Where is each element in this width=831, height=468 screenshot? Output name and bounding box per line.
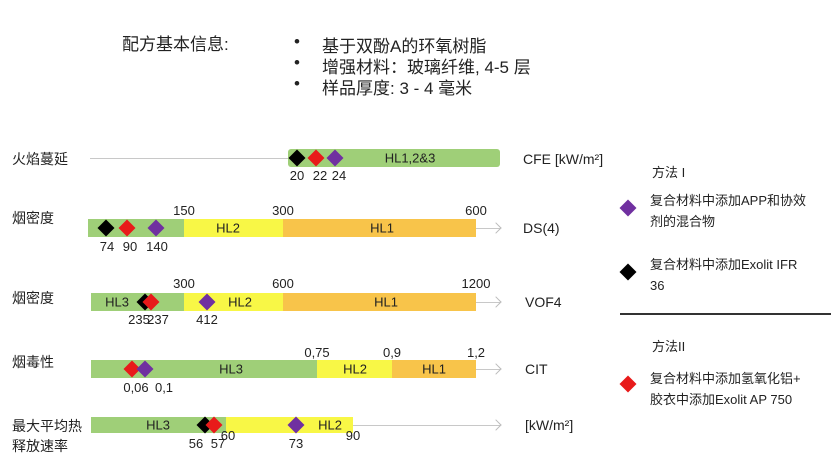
axis-line <box>476 369 500 370</box>
marker-value: 22 <box>312 168 328 183</box>
axis-line <box>353 425 500 426</box>
legend-method-2: 方法II <box>652 339 686 354</box>
bullet-icon: • <box>294 74 300 93</box>
marker-value: 74 <box>99 239 115 254</box>
axis-line <box>476 302 500 303</box>
row-unit: VOF4 <box>525 294 562 310</box>
legend-method-1: 方法 I <box>652 165 686 180</box>
row-label: 烟密度 <box>12 290 54 306</box>
bullet-icon: • <box>294 53 300 72</box>
level-label: HL3 <box>105 294 129 310</box>
level-bar-hl1 <box>283 293 476 311</box>
marker-value: 412 <box>196 312 218 327</box>
marker-value: 237 <box>147 312 169 327</box>
level-label: HL1 <box>370 220 394 236</box>
level-bar-hl2 <box>317 360 392 378</box>
level-bar-hl123 <box>288 149 500 167</box>
level-label: HL1 <box>374 294 398 310</box>
row-label: 烟毒性 <box>12 354 54 370</box>
row-unit: CIT <box>525 361 548 377</box>
level-label: HL2 <box>318 417 342 433</box>
bullet-icon: • <box>294 32 300 51</box>
legend-ifr-cont: 36 <box>650 278 665 293</box>
level-label: HL2 <box>228 294 252 310</box>
marker-value: 20 <box>289 168 305 183</box>
row-unit: CFE [kW/m²] <box>523 151 604 167</box>
level-bar-hl1 <box>392 360 476 378</box>
marker-value: 0,06 <box>123 380 149 395</box>
marker-value: 24 <box>331 168 347 183</box>
marker-value: 140 <box>146 239 168 254</box>
arrow-icon <box>490 363 502 375</box>
black-diamond-icon <box>619 263 637 281</box>
level-label: HL1,2&3 <box>384 150 436 166</box>
axis-line <box>476 228 500 229</box>
marker-value: 235 <box>128 312 150 327</box>
level-label: HL3 <box>219 361 243 377</box>
bullet-reinforcement: 增强材料：玻璃纤维, 4-5 层 <box>322 58 531 77</box>
row-label: 火焰蔓延 <box>12 151 68 167</box>
level-label: HL1 <box>422 361 446 377</box>
tick-label: 0,9 <box>382 345 402 360</box>
tick-label: 90 <box>345 428 361 443</box>
legend-app: 复合材料中添加APP和协效 <box>650 193 807 208</box>
level-label: HL3 <box>146 417 170 433</box>
level-bar-hl3 <box>91 417 226 433</box>
legend-ath-cont: 胶衣中添加Exolit AP 750 <box>650 392 793 407</box>
level-label: HL2 <box>216 220 240 236</box>
marker-value: 90 <box>122 239 138 254</box>
tick-label: 1200 <box>461 276 491 291</box>
marker-value: 73 <box>288 436 304 451</box>
tick-label: 60 <box>220 428 236 443</box>
level-label: HL2 <box>343 361 367 377</box>
row-unit: [kW/m²] <box>525 417 574 433</box>
legend-ath: 复合材料中添加氢氧化铝+ <box>650 371 801 386</box>
row-unit: DS(4) <box>523 220 560 236</box>
bullet-thickness: 样品厚度: 3 - 4 毫米 <box>322 79 473 98</box>
level-bar-hl1 <box>283 219 476 237</box>
red-diamond-icon <box>619 375 637 393</box>
legend-ifr: 复合材料中添加Exolit IFR <box>650 257 798 272</box>
row-label: 烟密度 <box>12 210 54 226</box>
marker-value: 57 <box>210 436 226 451</box>
legend-app-cont: 剂的混合物 <box>650 214 716 229</box>
level-bar-hl2 <box>184 219 283 237</box>
marker-value: 0,1 <box>154 380 174 395</box>
tick-label: 300 <box>173 276 195 291</box>
marker-value: 56 <box>188 436 204 451</box>
arrow-icon <box>490 296 502 308</box>
arrow-icon <box>490 419 502 431</box>
info-title: 配方基本信息: <box>122 35 229 54</box>
purple-diamond-icon <box>619 199 637 217</box>
row-label: 最大平均热 <box>12 418 82 434</box>
tick-label: 300 <box>272 203 294 218</box>
tick-label: 600 <box>465 203 487 218</box>
row-label: 释放速率 <box>12 438 68 454</box>
arrow-icon <box>490 222 502 234</box>
legend-divider <box>620 313 831 315</box>
tick-label: 600 <box>272 276 294 291</box>
tick-label: 0,75 <box>304 345 330 360</box>
tick-label: 150 <box>173 203 195 218</box>
tick-label: 1,2 <box>466 345 486 360</box>
bullet-resin: 基于双酚A的环氧树脂 <box>322 37 487 56</box>
